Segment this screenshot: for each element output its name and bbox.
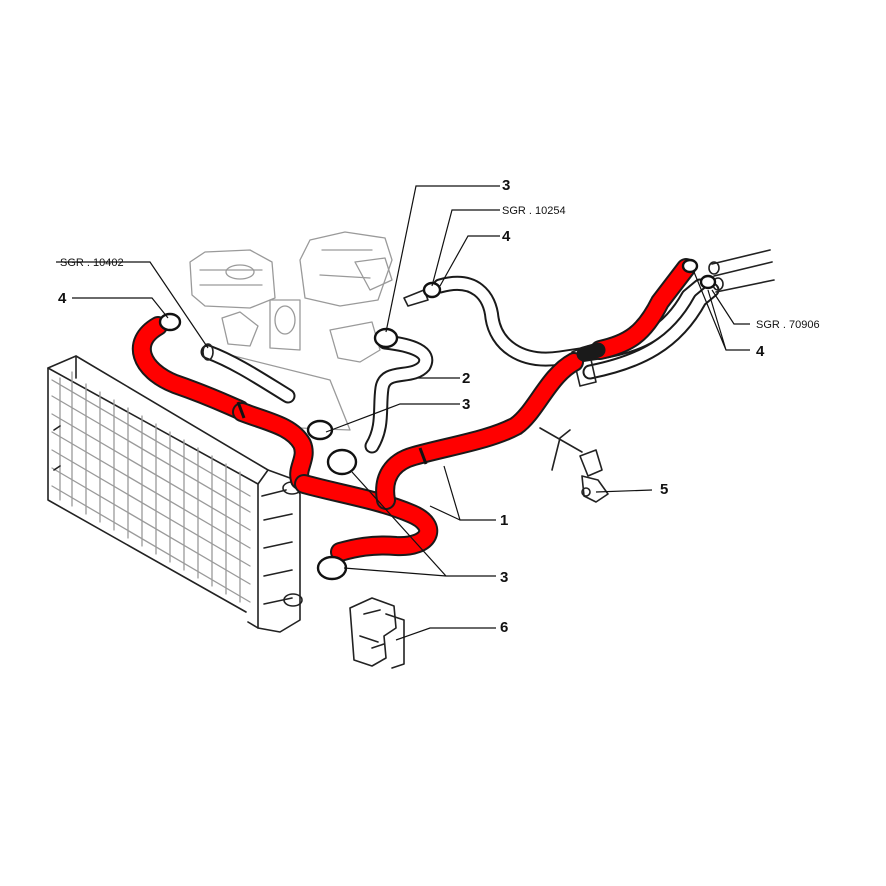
- callout-3-middle: 3: [462, 396, 470, 413]
- radiator: [47, 355, 303, 633]
- callout-sgr-10402: SGR . 10402: [60, 257, 124, 269]
- clamp-bottom: [316, 555, 348, 581]
- callout-4-top: 4: [502, 228, 511, 245]
- callout-5: 5: [660, 481, 668, 498]
- clamp-middle: [306, 419, 334, 441]
- clamp-right-bottom: [699, 274, 717, 290]
- callout-labels: 3 SGR . 10254 4 SGR . 10402 4 2 3 SGR . …: [58, 177, 820, 636]
- bracket-part-5: [539, 427, 609, 503]
- callout-sgr-10254: SGR . 10254: [502, 205, 566, 217]
- highlighted-hoses: [131, 258, 696, 562]
- callout-6: 6: [500, 619, 508, 636]
- callout-sgr-70906: SGR . 70906: [756, 319, 820, 331]
- bracket-part-6: [349, 597, 405, 669]
- callout-2: 2: [462, 370, 470, 387]
- callout-3-top: 3: [502, 177, 510, 194]
- hose-clamps: [158, 258, 717, 581]
- callout-4-right: 4: [756, 343, 765, 360]
- clamp-right-top: [681, 258, 699, 274]
- clamp-large: [326, 448, 358, 476]
- clamp-center-top: [373, 327, 399, 349]
- clamp-left-top: [158, 312, 182, 332]
- leader-lines: [56, 185, 750, 641]
- uncoloured-hoses: [200, 249, 775, 454]
- clamp-sgr-10254: [422, 281, 442, 299]
- callout-1: 1: [500, 512, 508, 529]
- callout-3-bottom: 3: [500, 569, 508, 586]
- callout-4-left: 4: [58, 290, 67, 307]
